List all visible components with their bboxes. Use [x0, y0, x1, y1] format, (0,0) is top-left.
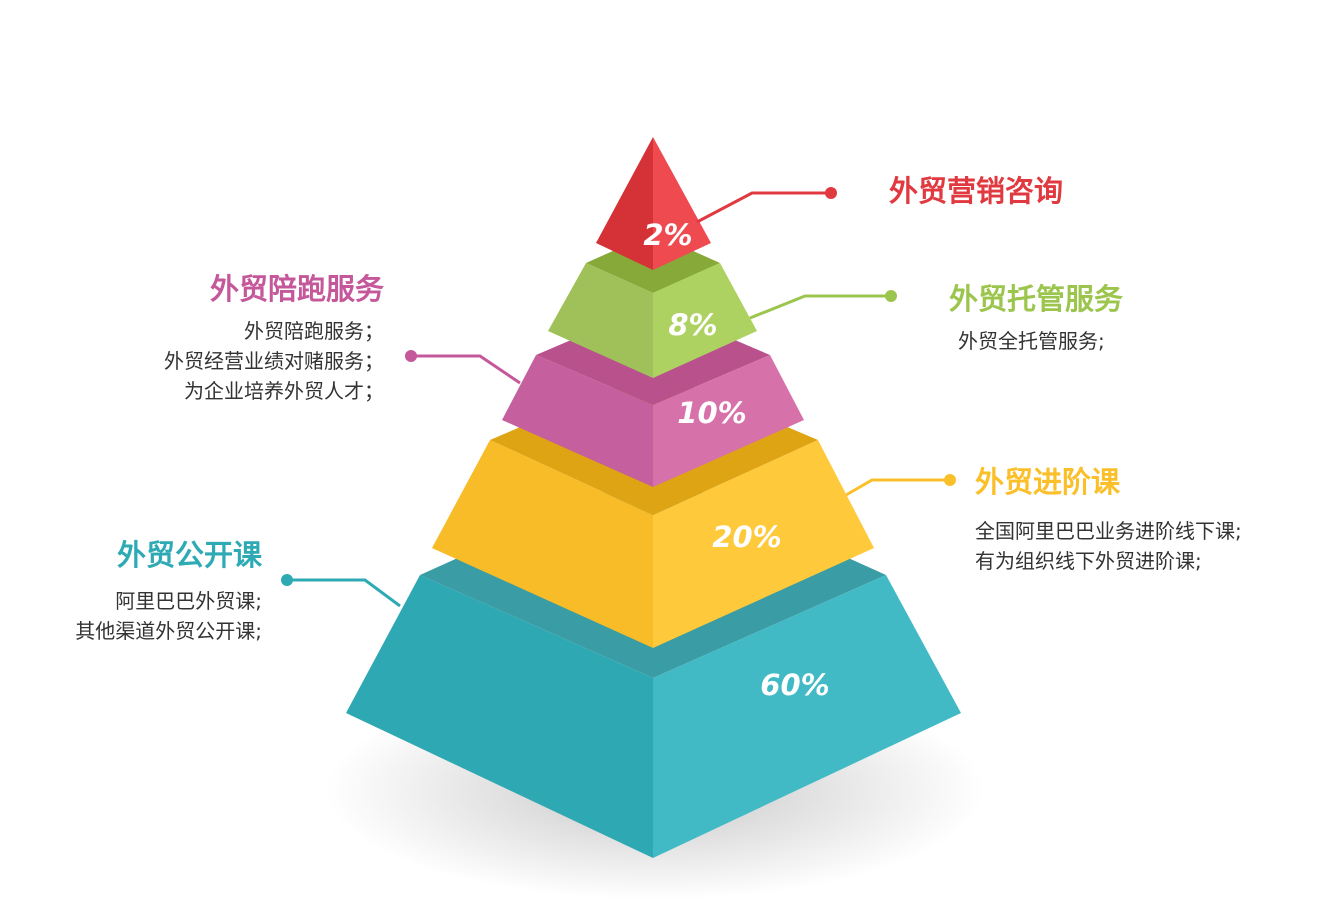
leader-line-teal	[287, 578, 401, 608]
tier-title-green: 外贸托管服务	[949, 282, 1124, 316]
leader-dot-red	[825, 187, 837, 199]
leader-line-green	[749, 294, 891, 320]
desc-line: 外贸陪跑服务；	[244, 319, 384, 343]
tier-title-yellow: 外贸进阶课	[975, 465, 1121, 499]
tier-red	[596, 137, 711, 270]
desc-line: 全国阿里巴巴业务进阶线下课;	[975, 519, 1242, 543]
desc-line: 有为组织线下外贸进阶课;	[975, 549, 1202, 573]
leader-dot-green	[885, 290, 897, 302]
percent-label-yellow: 20%	[712, 520, 781, 554]
leader-line-pink	[411, 354, 521, 385]
percent-label-green: 8%	[668, 308, 717, 342]
leader-line-yellow	[845, 478, 950, 497]
desc-line: 外贸经营业绩对赌服务；	[164, 349, 384, 373]
tier-desc-teal: 阿里巴巴外贸课; 其他渠道外贸公开课;	[75, 586, 262, 646]
leader-dot-yellow	[944, 474, 956, 486]
leader-dot-pink	[405, 350, 417, 362]
tier-title-red: 外贸营销咨询	[889, 174, 1064, 208]
desc-line: 阿里巴巴外贸课;	[115, 589, 262, 613]
tier-desc-yellow: 全国阿里巴巴业务进阶线下课; 有为组织线下外贸进阶课;	[975, 516, 1242, 576]
tier-desc-pink: 外贸陪跑服务； 外贸经营业绩对赌服务； 为企业培养外贸人才；	[164, 316, 384, 406]
desc-line: 外贸全托管服务;	[958, 329, 1105, 353]
leader-line-red	[696, 191, 831, 224]
percent-label-teal: 60%	[760, 668, 829, 702]
percent-label-red: 2%	[643, 218, 692, 252]
tier-title-teal: 外贸公开课	[116, 538, 262, 572]
tier-desc-green: 外贸全托管服务;	[958, 326, 1105, 356]
leader-dot-teal	[281, 574, 293, 586]
desc-line: 为企业培养外贸人才；	[184, 379, 384, 403]
percent-label-pink: 10%	[677, 396, 746, 430]
tier-title-pink: 外贸陪跑服务	[209, 272, 384, 306]
desc-line: 其他渠道外贸公开课;	[75, 619, 262, 643]
